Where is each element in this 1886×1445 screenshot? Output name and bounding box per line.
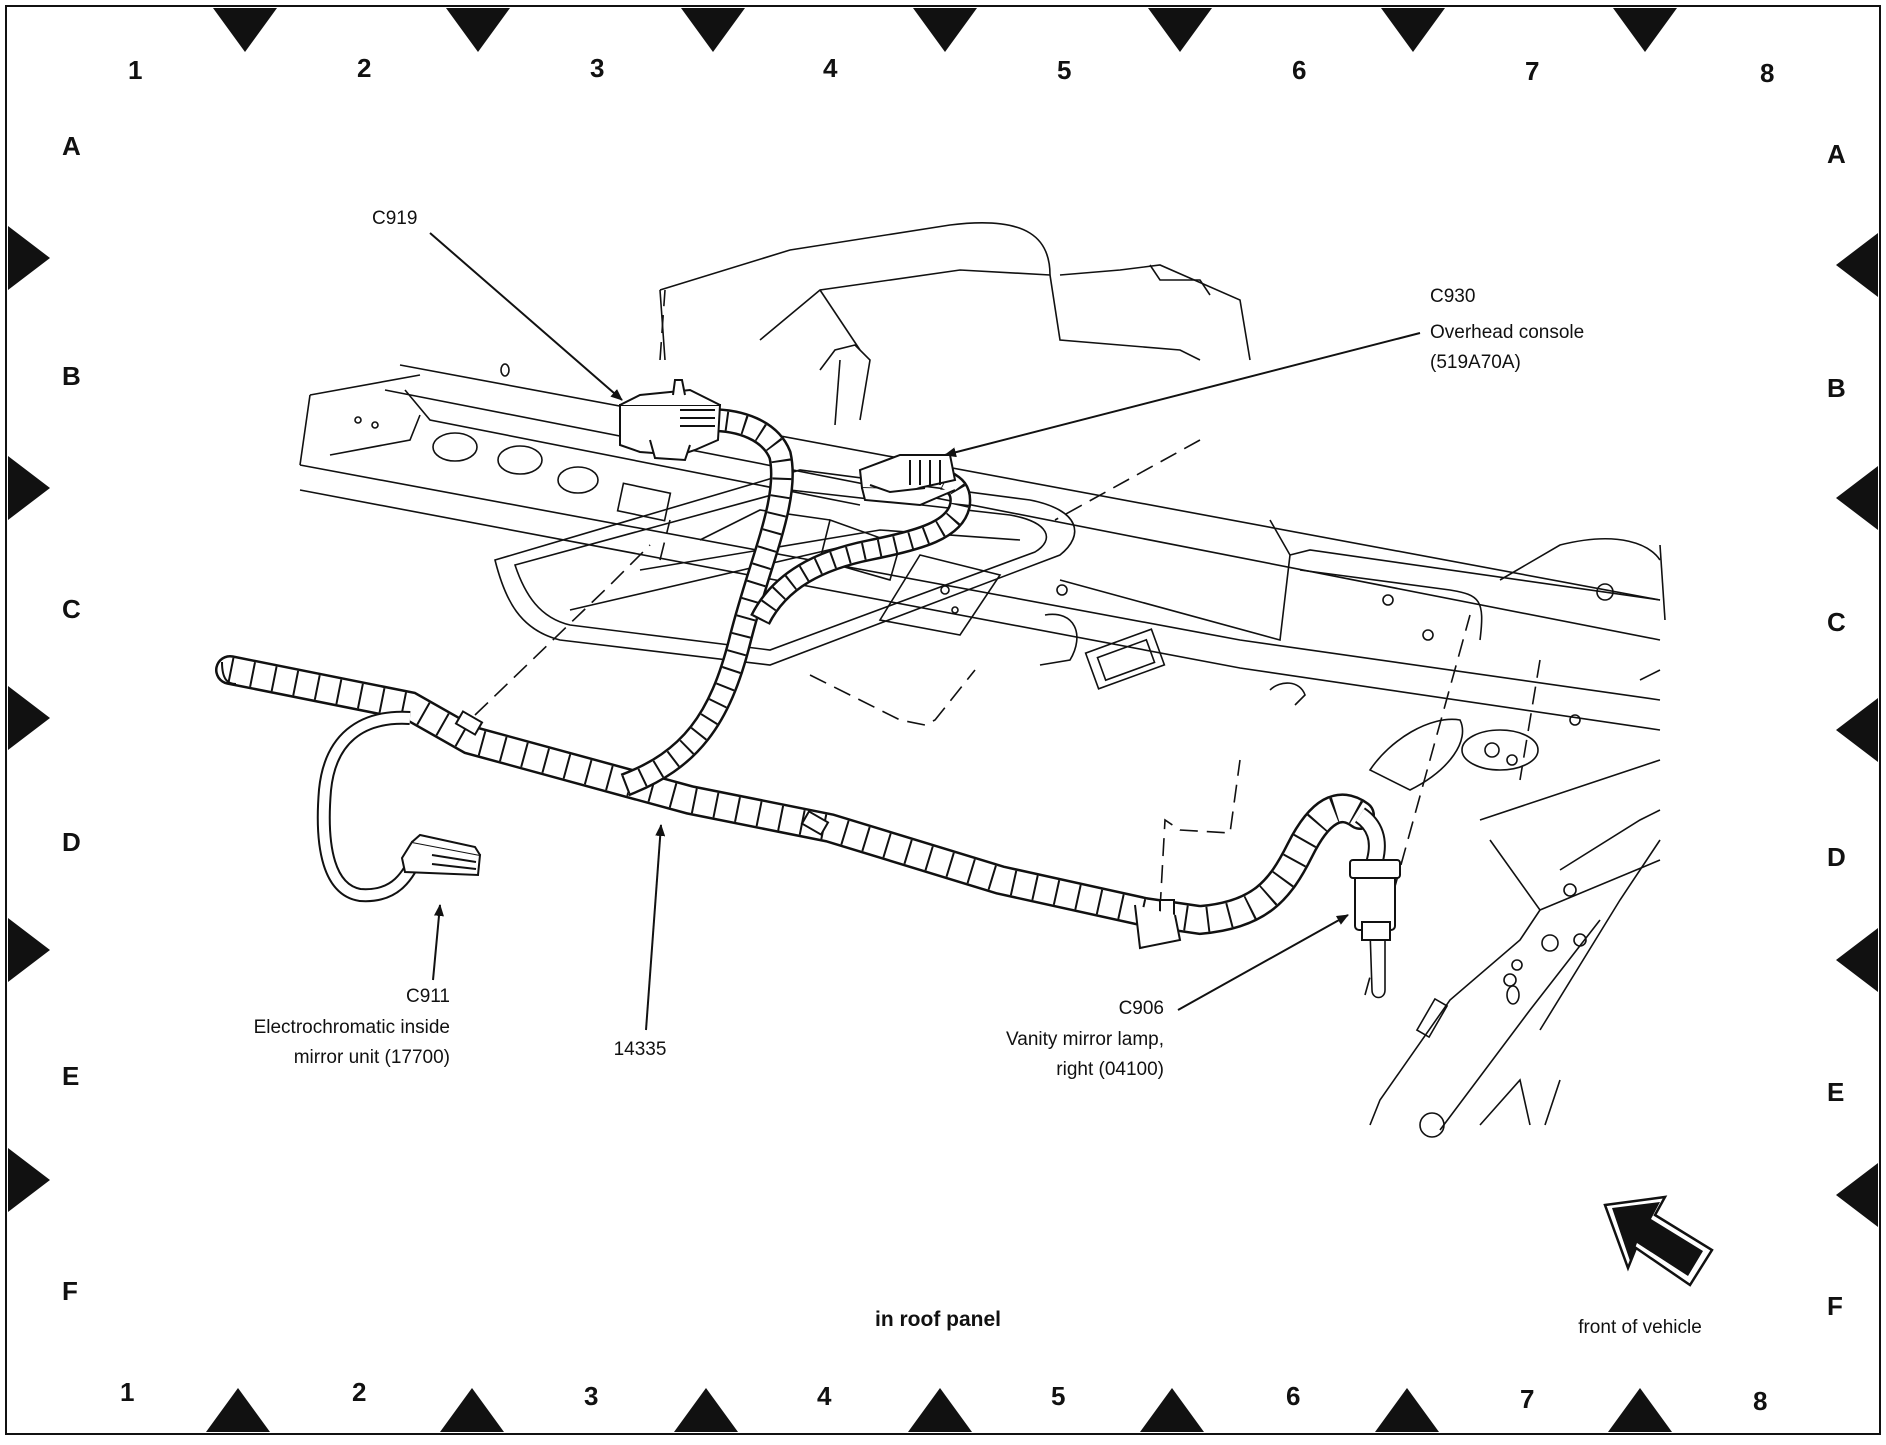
c930-desc-2: (519A70A) <box>1430 352 1521 373</box>
right-registration-marks <box>1836 233 1878 1227</box>
c930-desc-1: Overhead console <box>1430 322 1584 343</box>
connector-c919 <box>619 379 722 462</box>
row-label-left-a: A <box>62 131 81 161</box>
row-label-left-e: E <box>62 1061 79 1091</box>
col-label-top-1: 1 <box>128 55 142 85</box>
registration-mark-top-5 <box>1148 8 1212 52</box>
registration-mark-right-5 <box>1836 1163 1878 1227</box>
col-label-bottom-6: 6 <box>1286 1381 1300 1411</box>
registration-mark-bottom-6 <box>1375 1388 1439 1432</box>
c919-id: C919 <box>372 208 417 229</box>
leader-c919 <box>429 232 623 401</box>
registration-mark-top-6 <box>1381 8 1445 52</box>
leader-lines <box>429 232 1421 1031</box>
col-label-bottom-4: 4 <box>817 1381 832 1411</box>
registration-mark-top-3 <box>681 8 745 52</box>
col-label-bottom-3: 3 <box>584 1381 598 1411</box>
col-label-top-3: 3 <box>590 53 604 83</box>
registration-mark-right-2 <box>1836 466 1878 530</box>
leader-14335 <box>645 824 666 1031</box>
registration-mark-right-3 <box>1836 698 1878 762</box>
registration-mark-top-1 <box>213 8 277 52</box>
registration-mark-bottom-1 <box>206 1388 270 1432</box>
col-label-bottom-1: 1 <box>120 1377 134 1407</box>
col-label-top-4: 4 <box>823 53 838 83</box>
leader-c911 <box>432 904 444 981</box>
c911-desc-2: mirror unit (17700) <box>294 1047 450 1068</box>
c911-desc-1: Electrochromatic inside <box>254 1017 450 1038</box>
front-of-vehicle-label: front of vehicle <box>1578 1317 1702 1338</box>
roof-panel-structure <box>299 221 1666 1138</box>
registration-mark-bottom-5 <box>1140 1388 1204 1432</box>
c906-desc-2: right (04100) <box>1056 1059 1164 1080</box>
col-label-top-8: 8 <box>1760 58 1774 88</box>
col-label-top-2: 2 <box>357 53 371 83</box>
registration-mark-left-1 <box>8 226 50 290</box>
leader-c906 <box>1177 914 1349 1011</box>
col-label-top-7: 7 <box>1525 56 1539 86</box>
callout-14335: 14335 <box>614 1039 667 1060</box>
registration-mark-bottom-2 <box>440 1388 504 1432</box>
c906-desc-1: Vanity mirror lamp, <box>1006 1029 1164 1050</box>
connector-c930 <box>858 454 957 507</box>
row-label-right-d: D <box>1827 842 1846 872</box>
callout-c919: C919 <box>372 208 417 229</box>
row-label-left-b: B <box>62 361 81 391</box>
registration-mark-left-5 <box>8 1148 50 1212</box>
connector-c906 <box>1349 859 1401 941</box>
left-registration-marks <box>8 226 50 1212</box>
col-label-bottom-7: 7 <box>1520 1384 1534 1414</box>
c911-id: C911 <box>406 986 450 1007</box>
diagram-caption: in roof panel <box>875 1308 1001 1331</box>
bottom-registration-marks <box>206 1388 1672 1432</box>
callout-c906: C906 Vanity mirror lamp, right (04100) <box>1006 998 1164 1080</box>
leader-c930 <box>944 332 1421 458</box>
registration-mark-right-4 <box>1836 928 1878 992</box>
col-label-top-6: 6 <box>1292 55 1306 85</box>
registration-mark-top-4 <box>913 8 977 52</box>
row-label-right-a: A <box>1827 139 1846 169</box>
registration-mark-top-2 <box>446 8 510 52</box>
row-label-right-b: B <box>1827 373 1846 403</box>
row-label-left-c: C <box>62 594 81 624</box>
registration-mark-left-3 <box>8 686 50 750</box>
registration-mark-bottom-3 <box>674 1388 738 1432</box>
col-label-bottom-2: 2 <box>352 1377 366 1407</box>
callout-c911: C911 Electrochromatic inside mirror unit… <box>254 986 450 1068</box>
connector-c911 <box>400 833 482 877</box>
registration-mark-bottom-7 <box>1608 1388 1672 1432</box>
c906-id: C906 <box>1119 998 1164 1019</box>
registration-mark-right-1 <box>1836 233 1878 297</box>
row-label-right-e: E <box>1827 1077 1844 1107</box>
col-label-top-5: 5 <box>1057 55 1071 85</box>
connectors <box>400 379 1401 941</box>
registration-mark-top-7 <box>1613 8 1677 52</box>
page-border <box>5 5 1881 1435</box>
col-label-bottom-5: 5 <box>1051 1381 1065 1411</box>
callout-c930: C930 Overhead console (519A70A) <box>1430 286 1584 373</box>
c930-id: C930 <box>1430 286 1475 307</box>
row-label-right-f: F <box>1827 1291 1843 1321</box>
harness-id: 14335 <box>614 1039 667 1060</box>
col-label-bottom-8: 8 <box>1753 1386 1767 1416</box>
top-registration-marks <box>213 8 1677 52</box>
registration-mark-left-2 <box>8 456 50 520</box>
row-label-left-f: F <box>62 1276 78 1306</box>
front-arrow-icon <box>1603 1195 1714 1287</box>
row-label-left-d: D <box>62 827 81 857</box>
row-label-right-c: C <box>1827 607 1846 637</box>
registration-mark-bottom-4 <box>908 1388 972 1432</box>
registration-mark-left-4 <box>8 918 50 982</box>
wiring-harness-14335 <box>215 408 1386 999</box>
attachment-dashed-lines <box>474 289 1541 996</box>
